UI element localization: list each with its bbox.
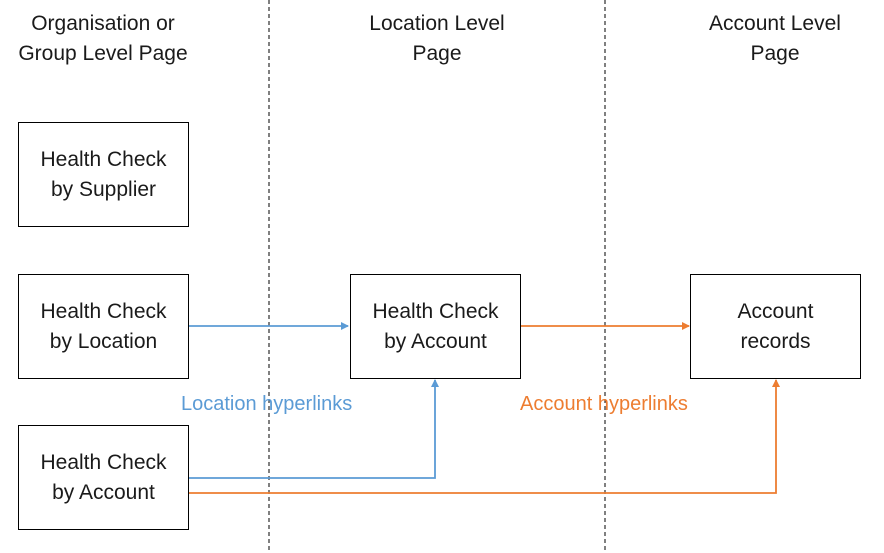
- box-line1: Account: [737, 299, 814, 323]
- box-line2: by Account: [384, 329, 487, 353]
- column-header-org-line2: Group Level Page: [18, 42, 188, 65]
- location-hyperlinks-label: Location hyperlinks: [181, 393, 353, 415]
- column-header-account-line1: Account Level: [709, 12, 841, 35]
- box-line2: by Supplier: [50, 177, 157, 201]
- box-line1: Health Check: [40, 299, 167, 323]
- health-check-by-account-org-box: Health Check by Account: [18, 425, 189, 530]
- box-line2: by Account: [52, 480, 155, 504]
- account-hyperlinks-label: Account hyperlinks: [520, 393, 688, 415]
- column-header-org: Organisation or Group Level Page: [0, 9, 223, 69]
- account-records-box: Account records: [690, 274, 861, 379]
- column-header-account: Account Level Page: [655, 9, 884, 69]
- column-header-account-line2: Page: [750, 42, 800, 65]
- column-header-location-line2: Page: [412, 42, 462, 65]
- health-check-by-supplier-box: Health Check by Supplier: [18, 122, 189, 227]
- column-header-org-line1: Organisation or: [31, 12, 175, 35]
- box-line2: by Location: [49, 329, 158, 353]
- health-check-by-account-location-box: Health Check by Account: [350, 274, 521, 379]
- column-header-location: Location Level Page: [317, 9, 557, 69]
- account-link-arrow-bottom: [189, 379, 780, 494]
- box-line2: records: [740, 329, 811, 353]
- box-line1: Health Check: [372, 299, 499, 323]
- location-link-arrow-bottom: [189, 379, 439, 479]
- box-line1: Health Check: [40, 147, 167, 171]
- column-header-location-line1: Location Level: [369, 12, 505, 35]
- health-check-by-location-box: Health Check by Location: [18, 274, 189, 379]
- box-line1: Health Check: [40, 450, 167, 474]
